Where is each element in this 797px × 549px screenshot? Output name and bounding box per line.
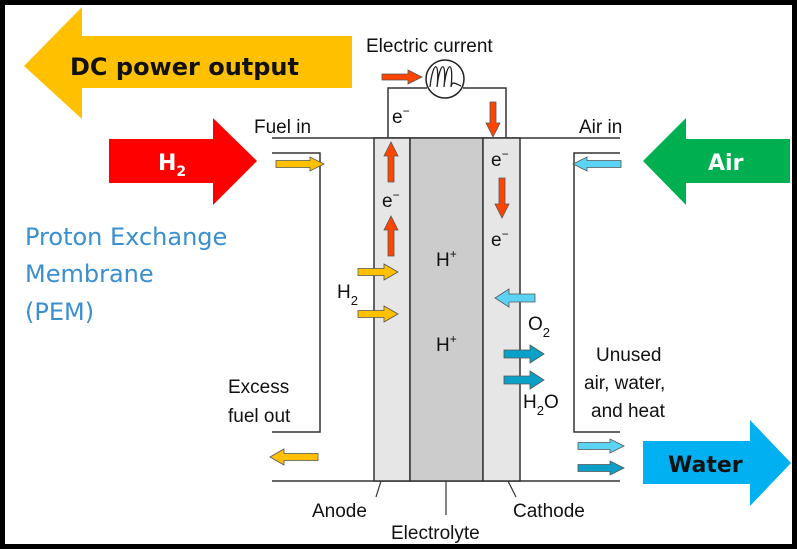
bulb-filament-icon [429, 66, 462, 88]
dc-power-output-arrow: DC power output [24, 7, 352, 119]
e-sup: − [502, 227, 509, 241]
electron-arrow-circuit-icon [381, 69, 423, 85]
h2-arrow-label-sub: 2 [176, 164, 186, 180]
water-arrow-label: Water [668, 453, 743, 478]
water-out-arrow-icon [577, 460, 625, 476]
dc-power-label: DC power output [70, 53, 299, 81]
pem-caption-line2: Membrane [25, 260, 154, 288]
excess-fuel-arrow-icon [269, 448, 319, 466]
o-sub: 2 [543, 325, 550, 340]
e: e [491, 150, 502, 171]
air-in-label: Air in [579, 117, 622, 138]
h-sub: 2 [537, 403, 544, 418]
dc-power-arrow-shape [24, 7, 352, 119]
cathode-label: Cathode [513, 501, 585, 522]
circuit-wire [387, 87, 427, 138]
h2o-arrow-lower-icon [503, 370, 545, 390]
e: e [491, 230, 502, 251]
unused-air-arrow-icon [577, 438, 625, 454]
h-sup: + [450, 247, 457, 261]
e-sup: − [403, 104, 410, 118]
h2-input-arrow: H2 [109, 118, 257, 205]
h-sub: 2 [351, 293, 358, 308]
air-arrow-shape [643, 118, 790, 205]
water-output-arrow: Water [643, 420, 791, 506]
h: H [436, 250, 450, 271]
h: H [436, 335, 450, 356]
unused-label-line3: and heat [591, 401, 666, 422]
circuit-wire-right [463, 87, 507, 138]
electron-label-circuit: e− [392, 104, 410, 128]
air-input-arrow: Air [643, 118, 790, 205]
cathode-inlet-wall [573, 152, 620, 433]
flow-arrows [269, 69, 625, 476]
h: H [523, 392, 537, 413]
h: H [337, 282, 351, 303]
electron-label-anode: e− [382, 188, 400, 212]
excess-fuel-label-line2: fuel out [228, 406, 291, 427]
electron-arrow-cathode-down-icon [494, 177, 510, 219]
electrolyte-label: Electrolyte [391, 523, 480, 544]
electron-arrow-anode-up-top-icon [383, 141, 399, 183]
unused-label-line2: air, water, [584, 373, 665, 394]
air-arrow-label: Air [708, 151, 744, 176]
excess-fuel-label-line1: Excess [228, 377, 289, 398]
external-circuit [387, 59, 507, 138]
proton-label-bottom: H+ [436, 332, 457, 356]
air-in-arrow-icon [572, 156, 622, 172]
electric-current-label: Electric current [366, 36, 493, 57]
h2-arrow-label-main: H [158, 151, 176, 176]
o: O [528, 314, 543, 335]
h2-arrow-label: H2 [158, 151, 186, 180]
h2-arrow-upper-icon [357, 263, 399, 281]
h2o-arrow-upper-icon [503, 344, 545, 364]
cathode-leader [507, 480, 517, 498]
oxygen-label: O2 [528, 314, 550, 340]
water-arrow-shape [643, 420, 791, 506]
e-sup: − [393, 188, 400, 202]
water-label: H2O [523, 392, 559, 418]
o: O [544, 392, 559, 413]
e: e [382, 191, 393, 212]
electron-arrow-anode-up-bottom-icon [383, 215, 399, 257]
e-sup: − [502, 147, 509, 161]
h-sup: + [450, 332, 457, 346]
electron-arrow-cathode-down-top-icon [485, 101, 501, 138]
electron-label-cathode-bottom: e− [491, 227, 509, 251]
fuel-in-label: Fuel in [254, 117, 311, 138]
hydrogen-label: H2 [337, 282, 358, 308]
fuel-cell-stack [373, 137, 521, 482]
pem-caption-line1: Proton Exchange [25, 223, 227, 251]
unused-label-line1: Unused [596, 345, 662, 366]
species-labels: e− e− e− e− H+ H+ H2 O2 H2O [337, 104, 559, 418]
pem-caption: Proton Exchange Membrane (PEM) [25, 223, 227, 326]
o2-arrow-icon [494, 288, 536, 308]
h2-arrow-lower-icon [357, 305, 399, 323]
anode-leader [375, 480, 382, 498]
pem-caption-line3: (PEM) [25, 298, 94, 326]
anode-label: Anode [312, 501, 367, 522]
fuel-in-arrow-icon [275, 156, 325, 172]
h2-arrow-shape [109, 118, 257, 205]
electrolyte-layer [409, 137, 484, 482]
electron-label-cathode-top: e− [491, 147, 509, 171]
e: e [392, 107, 403, 128]
proton-label-top: H+ [436, 247, 457, 271]
anode-inlet-wall [272, 152, 321, 433]
